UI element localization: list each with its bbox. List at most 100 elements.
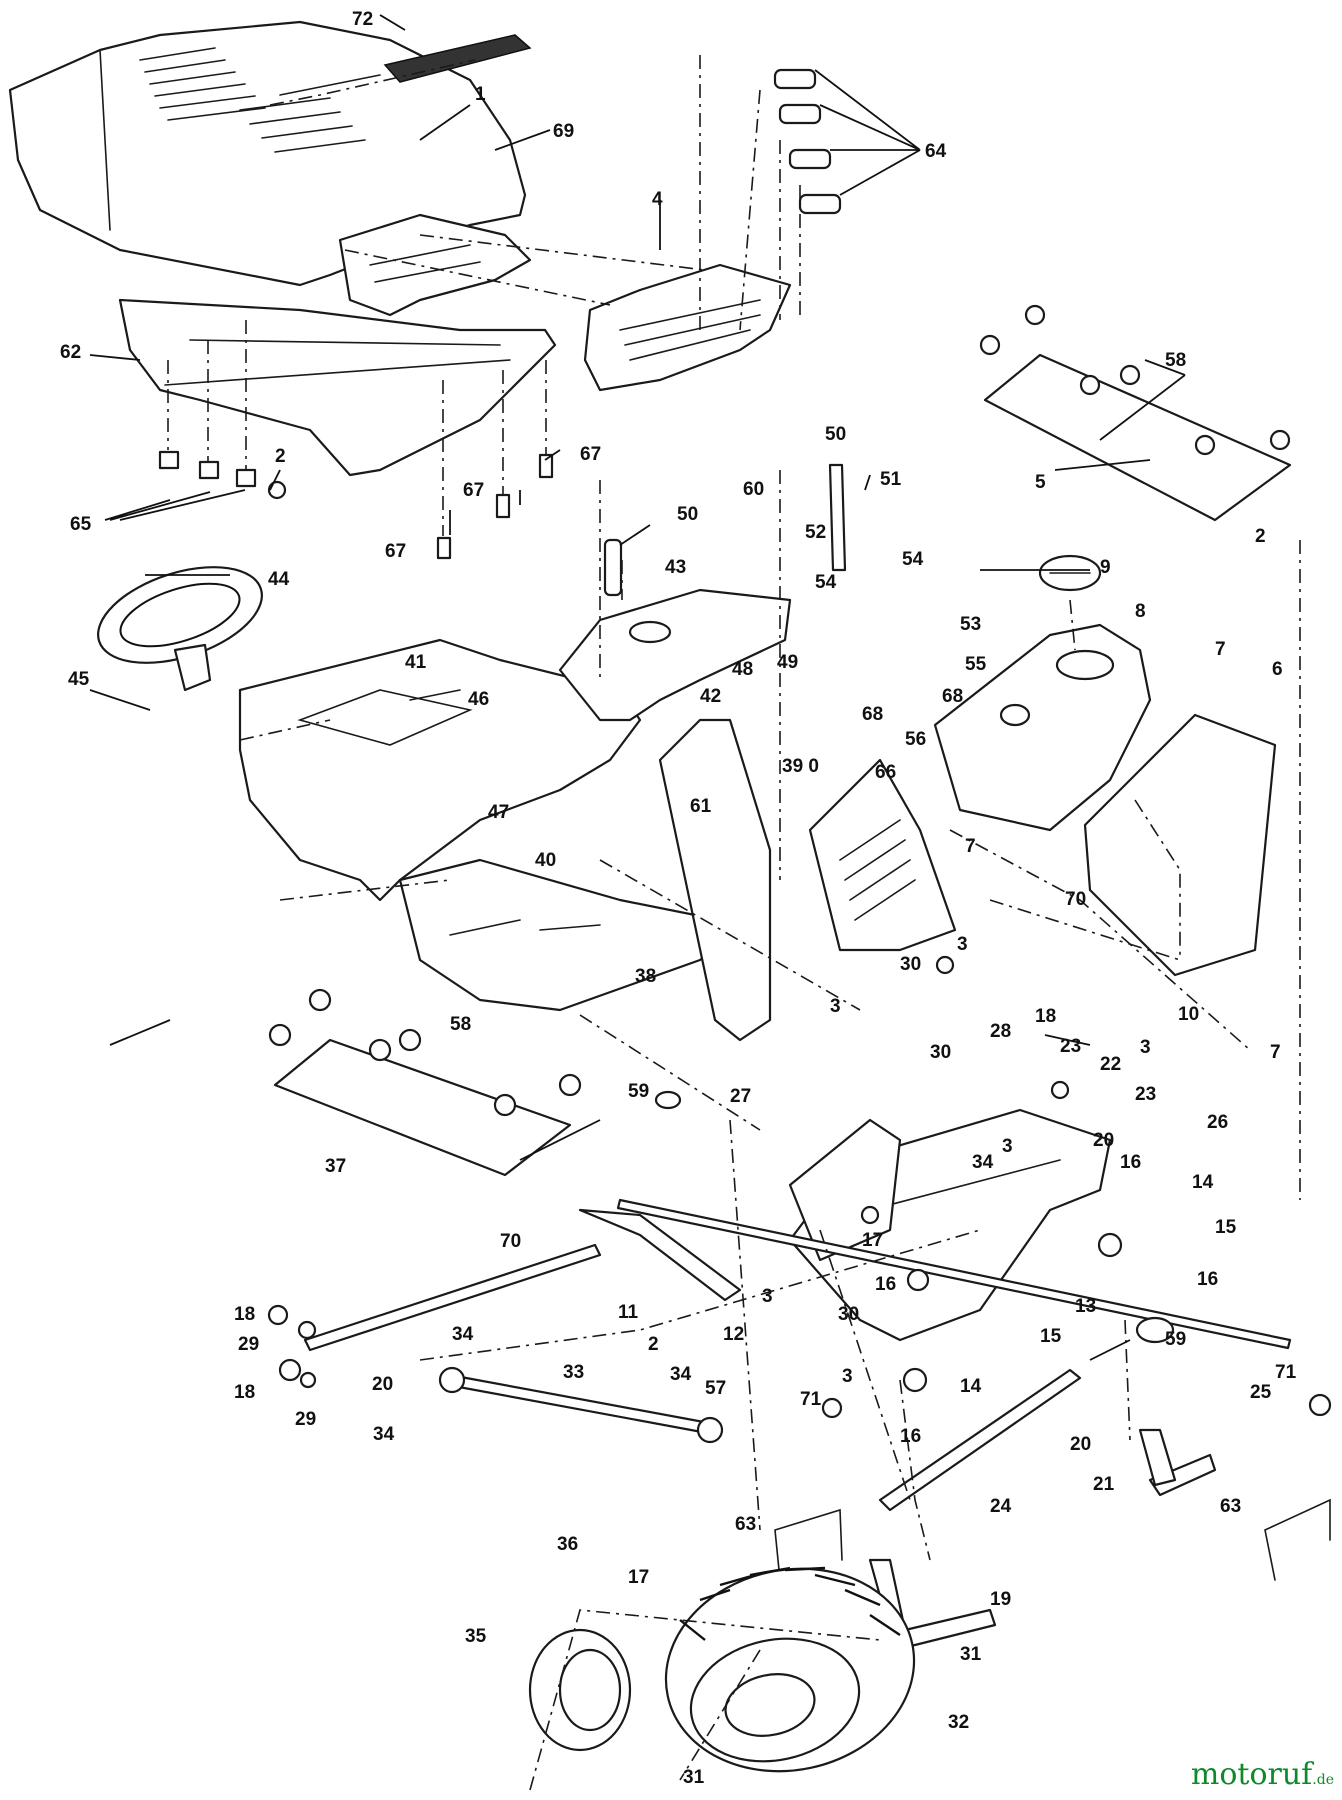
callout-34: 34	[972, 1152, 994, 1173]
callout-25: 25	[1250, 1382, 1272, 1403]
small-hardware	[267, 955, 1332, 1419]
callout-4: 4	[652, 189, 663, 210]
callout-14: 14	[1192, 1172, 1214, 1193]
callout-20: 20	[1093, 1130, 1114, 1151]
callout-35: 35	[465, 1626, 487, 1647]
callout-18c: 18	[234, 1382, 255, 1403]
callout-3e: 3	[762, 1286, 773, 1307]
callout-15b: 15	[1040, 1326, 1062, 1347]
callout-50b: 50	[825, 424, 846, 445]
callout-7c: 7	[1270, 1042, 1281, 1063]
callout-3d: 3	[1002, 1136, 1013, 1157]
callout-69: 69	[553, 121, 574, 142]
callout-34c: 34	[670, 1364, 692, 1385]
callout-58b: 58	[450, 1014, 471, 1035]
callout-17b: 17	[628, 1567, 649, 1588]
callout-16: 16	[1120, 1152, 1141, 1173]
callout-9: 9	[1100, 557, 1111, 578]
callout-71b: 71	[800, 1389, 822, 1410]
callout-43: 43	[665, 557, 686, 578]
callout-42: 42	[700, 686, 721, 707]
spindle-25	[1138, 1428, 1217, 1497]
callout-34b: 34	[452, 1324, 474, 1345]
watermark-tld: .de	[1312, 1772, 1334, 1788]
watermark-brand: motoruf	[1190, 1757, 1313, 1792]
callout-68b: 68	[862, 704, 883, 725]
callout-39: 39 0	[782, 756, 819, 777]
callout-70: 70	[1065, 889, 1086, 910]
callout-23: 23	[1060, 1036, 1081, 1057]
callout-24: 24	[990, 1496, 1012, 1517]
callout-67: 67	[580, 444, 601, 465]
callout-50: 50	[677, 504, 698, 525]
callout-45: 45	[68, 669, 90, 690]
drag-link-24	[878, 1368, 1082, 1512]
callout-6: 6	[1272, 659, 1283, 680]
steering-column-38	[658, 718, 772, 1042]
callout-68: 68	[942, 686, 963, 707]
callout-54: 54	[902, 549, 924, 570]
callout-67c: 67	[385, 541, 406, 562]
footrest-plate-5	[979, 304, 1292, 522]
callout-47: 47	[488, 802, 509, 823]
callout-70b: 70	[500, 1231, 521, 1252]
callout-31: 31	[960, 1644, 982, 1665]
callout-13: 13	[1075, 1296, 1096, 1317]
fuel-cap-9	[1038, 554, 1102, 592]
callout-46: 46	[468, 689, 489, 710]
long-rod	[303, 1198, 1292, 1352]
callout-26: 26	[1207, 1112, 1228, 1133]
callout-22: 22	[1100, 1054, 1121, 1075]
callout-3c: 3	[1140, 1037, 1151, 1058]
callout-29b: 29	[295, 1409, 316, 1430]
callout-8: 8	[1135, 601, 1146, 622]
callout-29: 29	[238, 1334, 259, 1355]
callout-61: 61	[690, 796, 712, 817]
callout-2b: 2	[1255, 526, 1266, 547]
callout-15: 15	[1215, 1217, 1237, 1238]
callout-33: 33	[563, 1362, 584, 1383]
assembly-lines	[239, 59, 1301, 1791]
callout-23b: 23	[1135, 1084, 1156, 1105]
callout-20b: 20	[372, 1374, 393, 1395]
callout-67b: 67	[463, 480, 484, 501]
callout-12: 12	[723, 1324, 744, 1345]
watermark-logo: motoruf.de	[1191, 1757, 1334, 1792]
callout-30b: 30	[930, 1042, 951, 1063]
callout-55: 55	[965, 654, 987, 675]
callout-36: 36	[557, 1534, 578, 1555]
steering-wheel-44	[97, 566, 263, 692]
callout-52: 52	[805, 522, 826, 543]
console-43	[558, 588, 792, 722]
callout-2: 2	[275, 446, 286, 467]
callout-5: 5	[1035, 472, 1046, 493]
callout-63: 63	[735, 1514, 756, 1535]
callout-71: 71	[1275, 1362, 1297, 1383]
fuel-tank-8	[933, 623, 1152, 832]
panel-66	[808, 758, 957, 952]
callout-41: 41	[405, 652, 427, 673]
callout-32: 32	[948, 1712, 969, 1733]
callout-56: 56	[905, 729, 926, 750]
callout-30c: 30	[838, 1304, 859, 1325]
callout-59: 59	[628, 1081, 649, 1102]
callout-38: 38	[635, 966, 656, 987]
callout-63b: 63	[1220, 1496, 1241, 1517]
callout-7: 7	[1215, 639, 1226, 660]
callout-37: 37	[325, 1156, 346, 1177]
callout-3: 3	[957, 934, 968, 955]
hub-cap-35	[528, 1628, 632, 1752]
callout-20c: 20	[1070, 1434, 1091, 1455]
leader-lines	[89, 14, 1186, 1361]
callout-3b: 3	[830, 996, 841, 1017]
front-wheel-32	[664, 1566, 916, 1773]
callout-48: 48	[732, 659, 753, 680]
callout-58: 58	[1165, 350, 1186, 371]
callout-7b: 7	[965, 836, 976, 857]
callout-10: 10	[1178, 1004, 1199, 1025]
callout-14b: 14	[960, 1376, 982, 1397]
callout-16d: 16	[900, 1426, 921, 1447]
callout-54b: 54	[815, 572, 837, 593]
callout-44: 44	[268, 569, 290, 590]
